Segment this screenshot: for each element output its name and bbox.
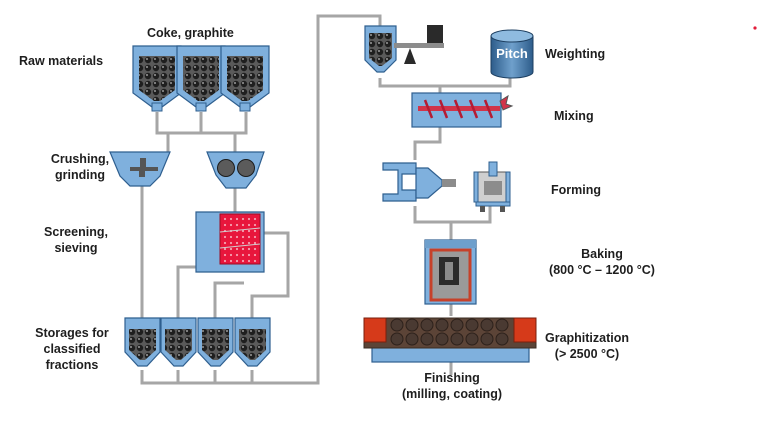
roll-crusher	[206, 151, 265, 189]
graphitization-furnace	[363, 317, 537, 363]
pipes-right	[378, 78, 512, 375]
storages-label-line1: Storages for	[35, 326, 109, 340]
screening-label-line1: Screening,	[44, 225, 108, 239]
crushing-label-line2: grinding	[55, 168, 105, 182]
hammer-crusher	[109, 151, 171, 187]
storages-label-line3: fractions	[45, 358, 99, 372]
mixer	[411, 92, 514, 128]
raw-material-hoppers	[132, 45, 270, 112]
pitch-label: Pitch	[496, 46, 528, 61]
red-dot-marker	[753, 26, 757, 30]
screening-label: Screening, sieving	[36, 224, 116, 256]
raw-materials-label: Raw materials	[19, 54, 104, 68]
baking-furnace	[424, 239, 477, 305]
finishing-label-line1: Finishing	[424, 371, 480, 385]
storage-hopper-1	[124, 317, 161, 367]
coke-graphite-label: Coke, graphite	[147, 26, 234, 40]
extruder	[382, 162, 456, 202]
graphitization-label-line1: Graphitization	[544, 331, 630, 345]
baking-label-line1: Baking	[581, 247, 623, 261]
pitch-barrel	[490, 29, 534, 79]
crushing-label: Crushing, grinding	[40, 151, 120, 183]
mixing-label: Mixing	[554, 109, 594, 123]
graphitization-label: Graphitization (> 2500 °C)	[532, 330, 642, 362]
storages-label: Storages for classified fractions	[27, 325, 117, 373]
storage-hopper-4	[234, 317, 271, 367]
storage-hopper-2	[160, 317, 197, 367]
screening-unit	[195, 211, 265, 273]
crushing-label-line1: Crushing,	[50, 152, 110, 166]
weighing-station	[364, 25, 444, 73]
graphitization-electrodes	[390, 318, 509, 346]
weighting-label: Weighting	[545, 47, 606, 61]
storages-label-line2: classified	[43, 342, 101, 356]
baking-label: Baking (800 °C – 1200 °C)	[537, 246, 667, 278]
screening-label-line2: sieving	[54, 241, 98, 255]
finishing-label: Finishing (milling, coating)	[382, 370, 522, 402]
graphitization-label-line2: (> 2500 °C)	[554, 347, 620, 361]
raw-hopper-3	[220, 45, 270, 112]
baking-label-line2: (800 °C – 1200 °C)	[549, 263, 655, 277]
storage-hoppers	[124, 317, 271, 367]
storage-hopper-3	[197, 317, 234, 367]
pipes-left	[140, 14, 382, 385]
raw-hopper-1	[132, 45, 182, 112]
finishing-label-line2: (milling, coating)	[402, 387, 502, 401]
mould-press	[473, 161, 511, 212]
forming-label: Forming	[551, 183, 601, 197]
raw-hopper-2	[176, 45, 226, 112]
